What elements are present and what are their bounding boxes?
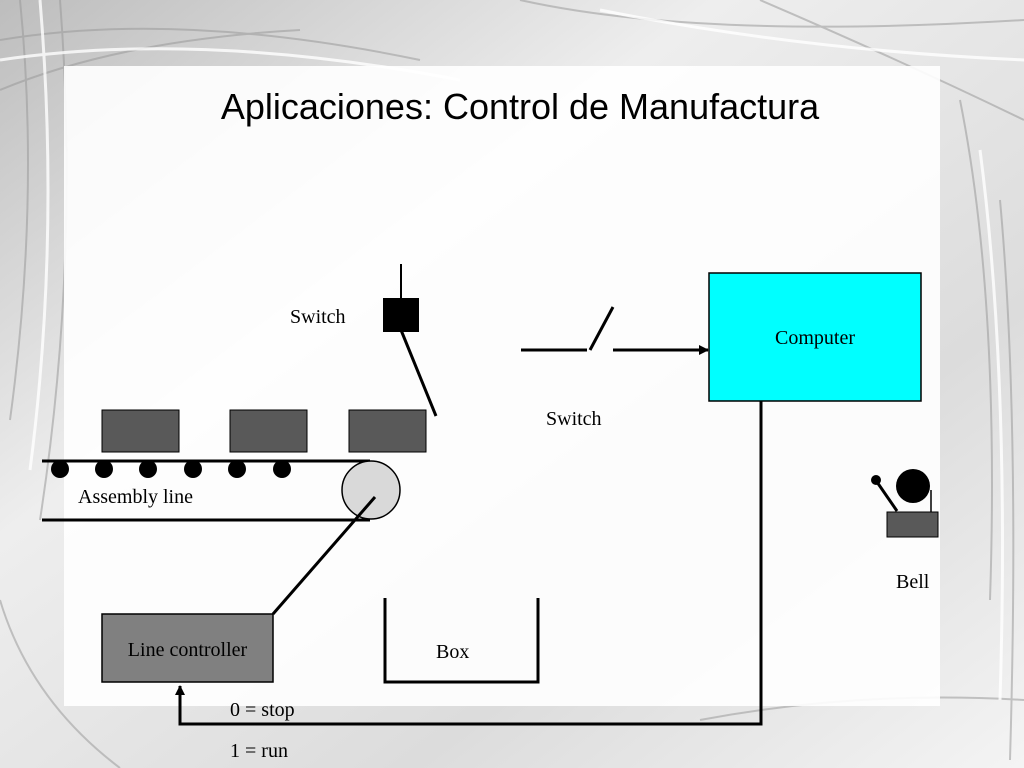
bell-label: Bell [896,571,930,593]
box-label: Box [436,641,470,663]
line-controller-box [101,613,274,683]
limit-switch-body [383,298,419,332]
switch-blade [588,306,615,351]
computer-to-controller-wire [175,401,763,726]
switch-label-top: Switch [290,306,346,328]
assembly-line-label: Assembly line [78,486,193,508]
drive-roller [341,460,401,520]
stop-signal-label: 0 = stop [230,699,295,721]
roller-3 [139,460,157,478]
roller-4 [184,460,202,478]
roller-2 [95,460,113,478]
line-controller-label: Line controller [127,639,248,661]
bell-hammer-arm [875,481,899,512]
part-2 [229,409,308,453]
run-signal-label: 1 = run [230,740,288,762]
box-container [383,598,540,684]
switch-label-right: Switch [546,408,602,430]
conveyor-rollers [51,460,291,478]
bell-hammer [871,475,881,485]
bell-dome [896,469,930,503]
part-3 [348,409,427,453]
computer-box [708,272,922,402]
computer-label: Computer [775,327,855,349]
bell-icon [871,469,939,538]
controller-linkage [271,496,377,615]
bell-base [886,511,939,538]
roller-1 [51,460,69,478]
slide-title: Aplicaciones: Control de Manufactura [220,86,820,127]
part-1 [101,409,180,453]
roller-6 [273,460,291,478]
roller-5 [228,460,246,478]
limit-switch-lever [399,329,438,417]
